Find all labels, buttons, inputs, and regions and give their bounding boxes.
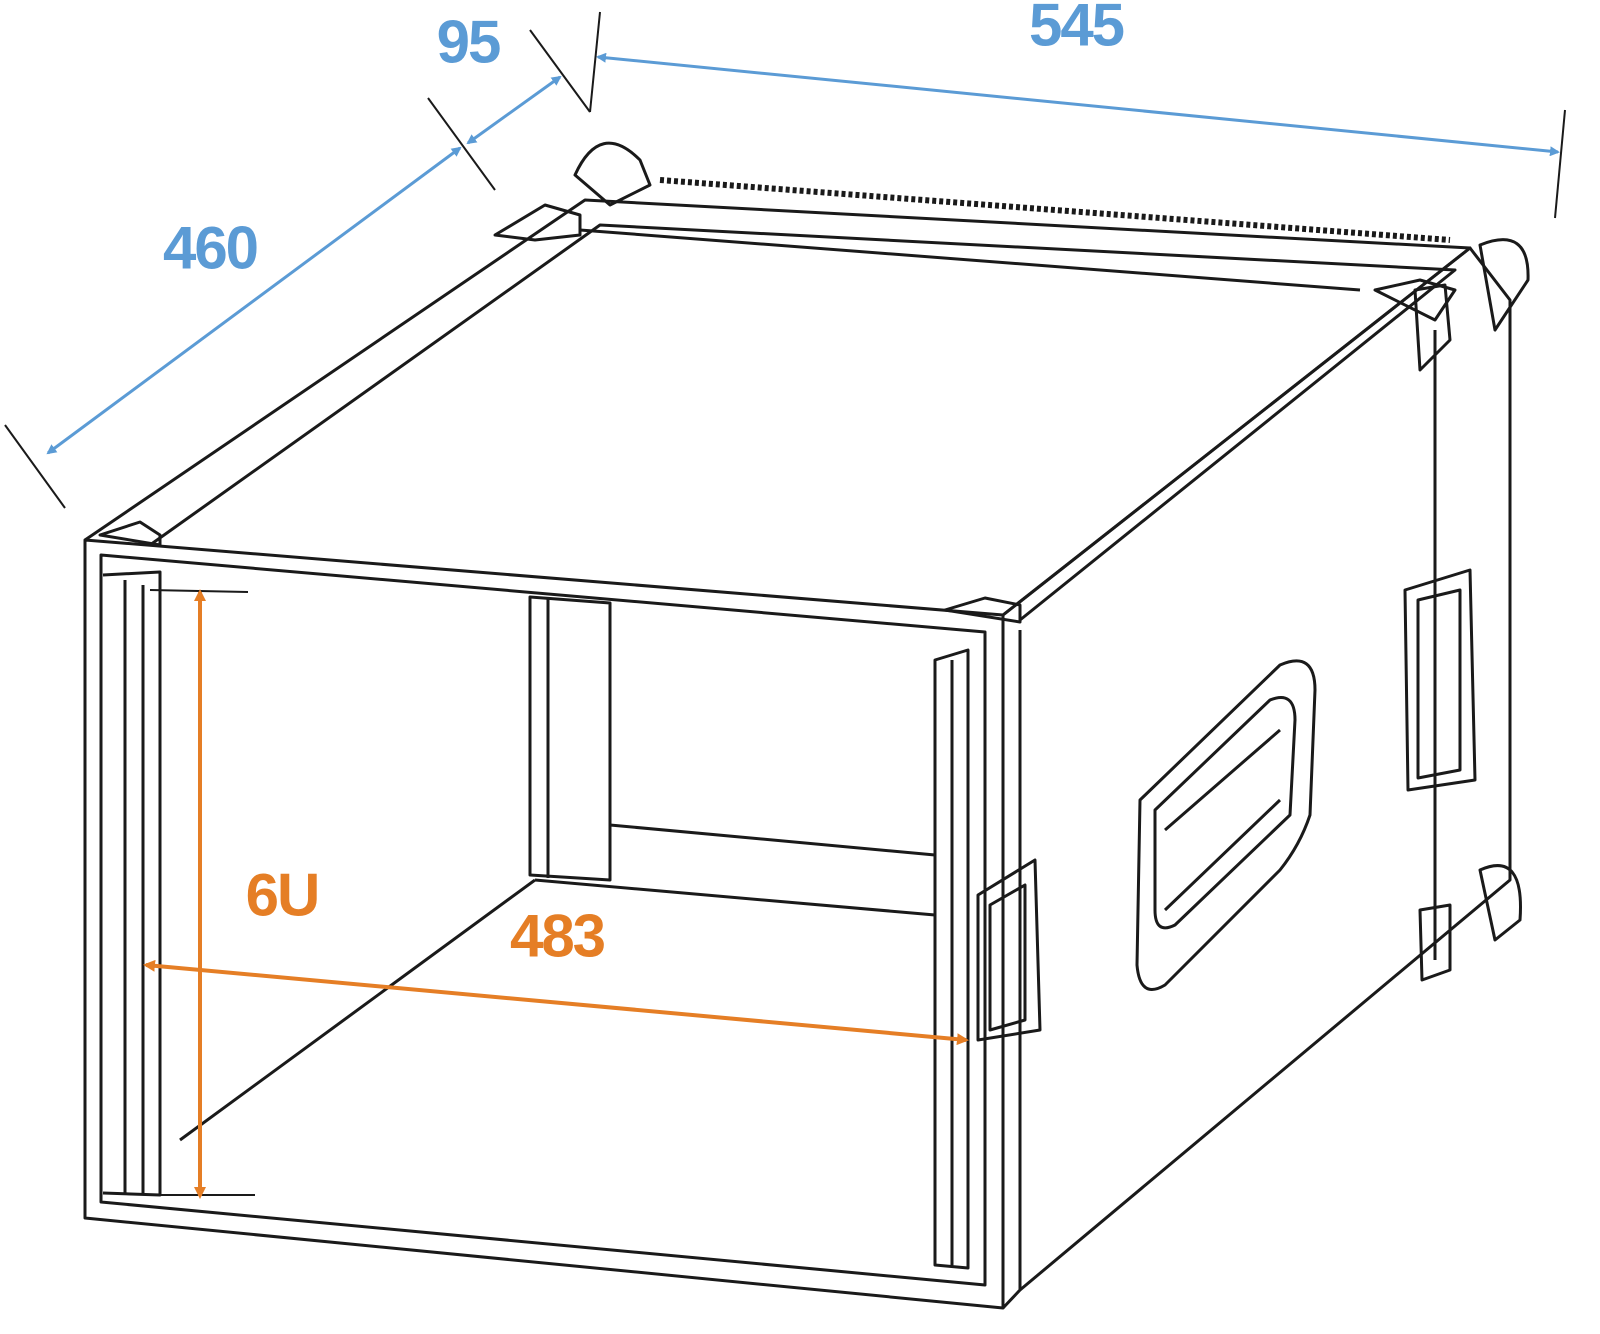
dim-95-label: 95 (436, 8, 502, 76)
corner-ball (573, 141, 652, 207)
latch-front (976, 858, 1042, 1042)
side-handle (1135, 659, 1317, 991)
dim-95-line (466, 75, 562, 145)
dim-6u-label: 6U (245, 861, 321, 929)
dim-483-label: 483 (509, 902, 606, 970)
latch-rear (1403, 568, 1477, 792)
dim-483-line (143, 959, 969, 1046)
front-frame-inner (99, 553, 987, 1287)
top-face (84, 198, 1472, 617)
dim-460-line (46, 146, 462, 455)
dim-460-label: 460 (162, 214, 259, 282)
dim-545-line (596, 52, 1560, 157)
dim-545-label: 545 (1028, 0, 1125, 59)
side-face (1001, 246, 1512, 1310)
